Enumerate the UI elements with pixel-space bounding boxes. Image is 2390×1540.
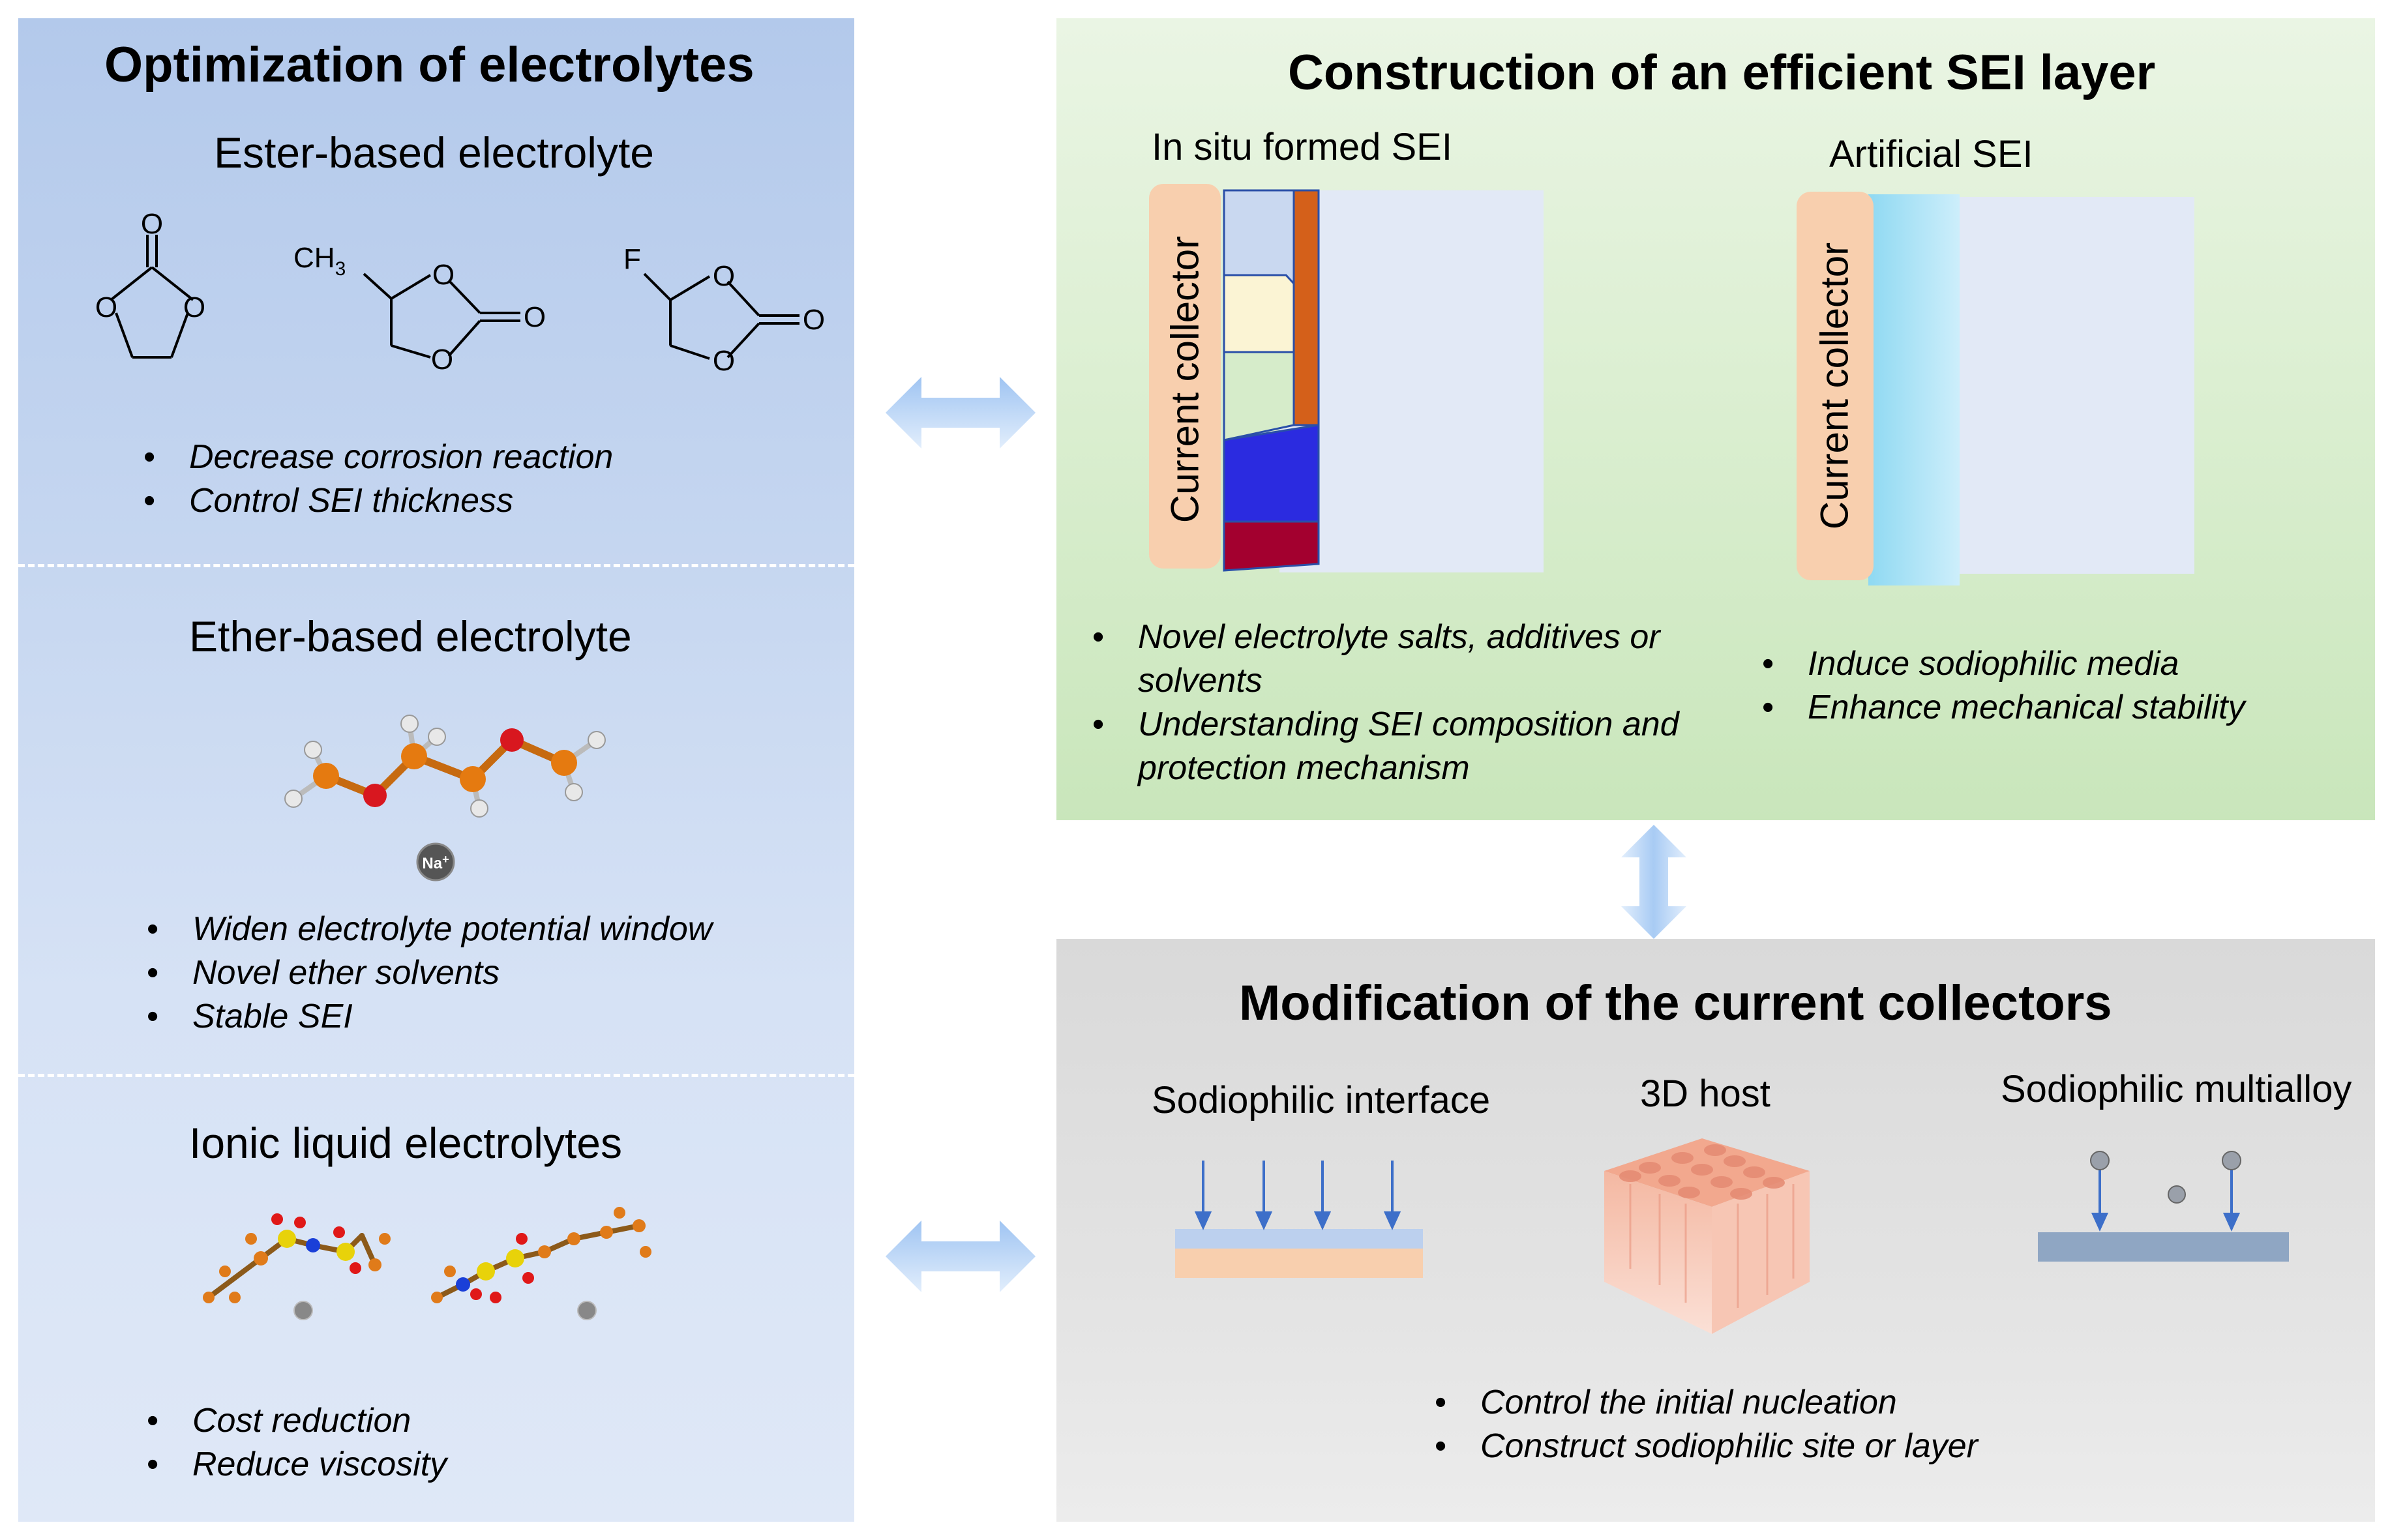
- artificial-sei-layer: [1868, 194, 1960, 585]
- sodium-ion: [416, 842, 455, 881]
- artificial-label: Artificial SEI: [1829, 133, 2033, 175]
- collector-bullets: Control the initial nucleation Construct…: [1435, 1381, 1978, 1468]
- propylene-carbonate-structure: [363, 273, 520, 359]
- ether-bullets: Widen electrolyte potential window Novel…: [147, 908, 712, 1039]
- atom-o: O: [713, 260, 735, 292]
- cation-sphere: [577, 1301, 597, 1320]
- bullet-item: Understanding SEI composition and protec…: [1092, 703, 1679, 790]
- current-collector-bar: [1797, 192, 1874, 580]
- bullet-item: Control the initial nucleation: [1435, 1381, 1978, 1425]
- bullet-item: Construct sodiophilic site or layer: [1435, 1425, 1978, 1468]
- atom-o: O: [524, 301, 546, 333]
- double-arrow-vertical: [1621, 825, 1686, 939]
- collectors-title: Modification of the current collectors: [1239, 975, 2112, 1031]
- 3d-host-label: 3D host: [1640, 1073, 1770, 1115]
- sei-title: Construction of an efficient SEI layer: [1288, 45, 2156, 100]
- atom-o: O: [95, 291, 117, 323]
- ionic-bullets: Cost reduction Reduce viscosity: [147, 1399, 447, 1487]
- bullet-item: Novel ether solvents: [147, 951, 712, 995]
- electrolytes-panel: [18, 18, 854, 1522]
- double-arrow-bottom: [886, 1221, 1036, 1292]
- bullet-item: Reduce viscosity: [147, 1443, 447, 1487]
- artificial-current-collector-label: Current collector: [1812, 242, 1857, 530]
- ether-title: Ether-based electrolyte: [189, 612, 632, 660]
- current-collector-bar: [1149, 184, 1221, 569]
- sodium-electrode: [1956, 197, 2194, 574]
- divider-ether-ionic: [18, 1074, 854, 1077]
- electrolytes-title: Optimization of electrolytes: [104, 37, 754, 93]
- insitu-sei-diagram: [1149, 184, 1544, 572]
- atom-o: O: [183, 291, 205, 323]
- atom-o: O: [431, 344, 453, 376]
- insitu-label: In situ formed SEI: [1152, 126, 1452, 168]
- divider-ester-ether: [18, 564, 854, 567]
- double-arrow-top: [886, 377, 1036, 449]
- ionic-liquid-molecules: [203, 1207, 651, 1320]
- sodiophilic-multialloy-label: Sodiophilic multialloy: [2001, 1068, 2352, 1110]
- artificial-bullets: Induce sodiophilic media Enhance mechani…: [1762, 642, 2245, 730]
- bullet-item: Novel electrolyte salts, additives or so…: [1092, 615, 1679, 703]
- ester-molecules: O O O CH3 O O O F O O O: [95, 208, 825, 377]
- sodium-ion-label: Na+: [422, 853, 449, 872]
- ionic-title: Ionic liquid electrolytes: [189, 1119, 622, 1167]
- sodiophilic-interface-label: Sodiophilic interface: [1152, 1079, 1491, 1121]
- insitu-current-collector-label: Current collector: [1163, 235, 1207, 524]
- 3d-host-diagram: [1604, 1138, 1810, 1334]
- bullet-item: Stable SEI: [147, 995, 712, 1039]
- sodiophilic-interface-diagram: [1175, 1161, 1423, 1278]
- fluoroethylene-carbonate-structure: [643, 273, 799, 360]
- ester-title: Ester-based electrolyte: [214, 128, 654, 177]
- bullet-item: Induce sodiophilic media: [1762, 642, 2245, 686]
- ester-bullets: Decrease corrosion reaction Control SEI …: [143, 436, 613, 523]
- methyl-group-label: CH3: [293, 242, 346, 280]
- insitu-bullets: Novel electrolyte salts, additives or so…: [1092, 615, 1679, 790]
- bullet-item: Widen electrolyte potential window: [147, 908, 712, 951]
- atom-o: O: [141, 208, 163, 240]
- bullet-item: Decrease corrosion reaction: [143, 436, 613, 479]
- dme-molecule-model: Na+: [284, 715, 606, 881]
- sodium-electrode: [1279, 190, 1544, 572]
- sodiophilic-multialloy-diagram: [2038, 1151, 2289, 1262]
- atom-o: O: [803, 304, 825, 336]
- bullet-item: Control SEI thickness: [143, 479, 613, 523]
- atom-o: O: [432, 259, 455, 291]
- atom-o: O: [713, 345, 735, 377]
- artificial-sei-diagram: [1797, 192, 2194, 585]
- fluorine-label: F: [623, 243, 641, 275]
- bullet-item: Cost reduction: [147, 1399, 447, 1443]
- bullet-item: Enhance mechanical stability: [1762, 686, 2245, 730]
- ethylene-carbonate-structure: [110, 235, 194, 359]
- cation-sphere: [293, 1301, 313, 1320]
